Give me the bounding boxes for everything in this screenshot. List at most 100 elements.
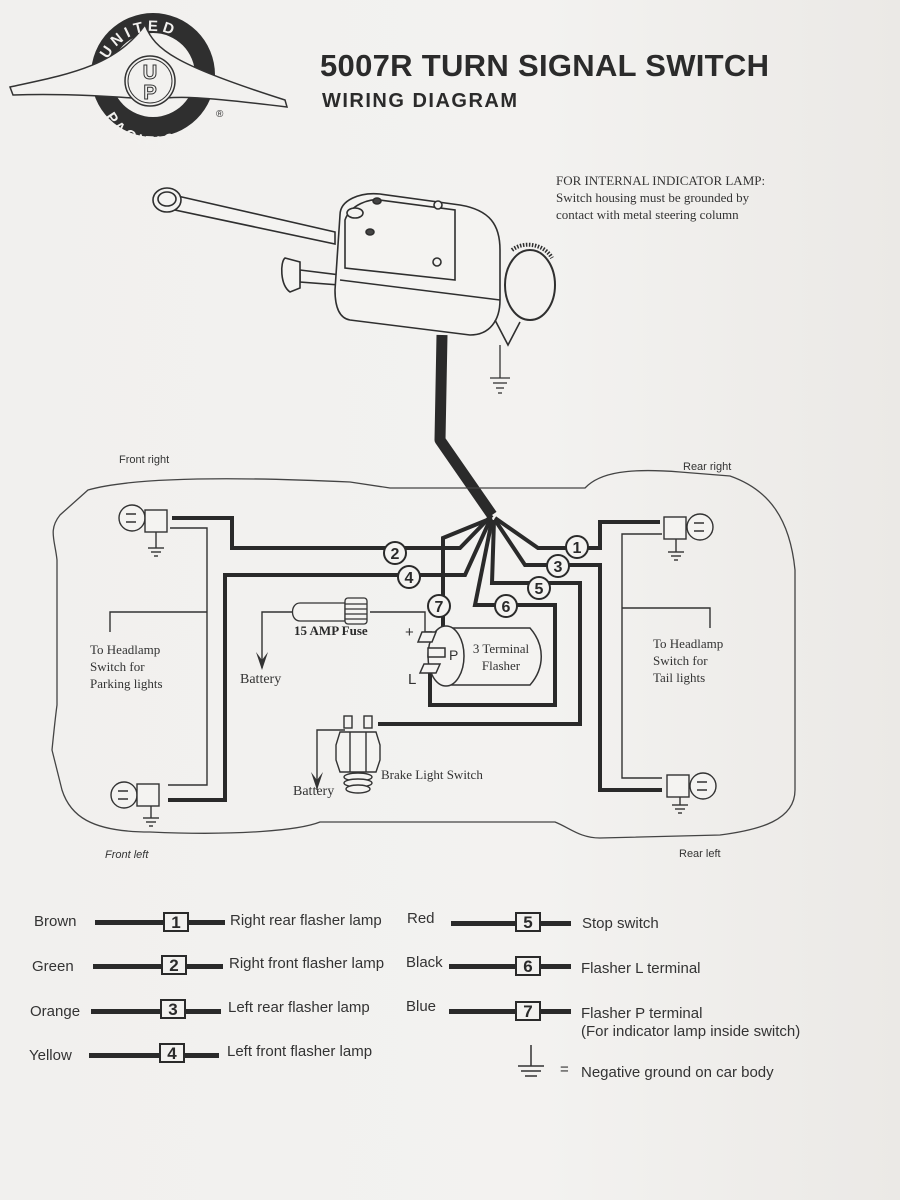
legend-wire-number: 1 <box>163 912 189 932</box>
flasher-label: 3 Terminal Flasher <box>468 640 534 674</box>
car-body-outline <box>51 469 796 839</box>
fuse-icon <box>291 597 368 625</box>
corner-label-front-left: Front left <box>105 849 149 861</box>
flasher-p-label: P <box>449 647 458 663</box>
registered-mark: ® <box>216 109 224 120</box>
ground-equals-sign: = <box>560 1061 569 1078</box>
flasher-icon <box>416 625 542 687</box>
corner-label-rear-left: Rear left <box>679 848 721 860</box>
lamp-front-left-icon <box>110 781 160 827</box>
page-subtitle: WIRING DIAGRAM <box>322 90 519 112</box>
legend-wire-description: Flasher P terminal <box>581 1005 703 1022</box>
wires <box>168 513 662 802</box>
legend-wire-line <box>89 1053 219 1058</box>
lamp-front-right-icon <box>118 504 168 557</box>
wire-marker-4-label: 4 <box>405 570 414 587</box>
headlamp-left-line-1: To Headlamp <box>90 642 161 657</box>
wiring-diagram: 1 2 3 4 5 6 7 + P L <box>51 187 796 839</box>
legend-wire-color: Orange <box>30 1003 81 1020</box>
switch-lever <box>157 190 336 245</box>
lamp-rear-right-icon <box>663 513 714 561</box>
wire-marker-1-label: 1 <box>573 540 582 557</box>
switch-housing <box>334 192 501 336</box>
headlamp-left-line-3: Parking lights <box>90 676 163 691</box>
flasher-label-line-2: Flasher <box>481 658 521 673</box>
wire-marker-2-label: 2 <box>391 546 400 563</box>
turn-signal-switch <box>152 187 556 347</box>
battery-label-brake: Battery <box>293 784 335 799</box>
legend-wire-number: 7 <box>515 1001 541 1021</box>
headlamp-right-line-3: Tail lights <box>653 670 706 685</box>
headlamp-right-line-1: To Headlamp <box>653 636 724 651</box>
indicator-lamp-note: FOR INTERNAL INDICATOR LAMP: Switch hous… <box>556 172 765 223</box>
headlamp-left-line-2: Switch for <box>90 659 145 674</box>
legend-row-3: Orange 3 Left rear flasher lamp <box>0 998 420 1022</box>
legend-wire-description: Stop switch <box>582 915 659 932</box>
logo-p: P <box>143 82 156 104</box>
flasher-plus-label: + <box>405 624 414 641</box>
wire-marker-6: 6 <box>494 594 518 618</box>
legend-wire-number: 3 <box>160 999 186 1019</box>
legend-wire-color: Black <box>406 954 443 971</box>
wire-marker-3-label: 3 <box>554 559 563 576</box>
wire-2 <box>172 513 494 550</box>
legend-wire-description: Right rear flasher lamp <box>230 912 382 929</box>
wire-5 <box>378 519 582 726</box>
headlamp-label-left: To Headlamp Switch for Parking lights <box>90 641 163 692</box>
wire-marker-6-label: 6 <box>502 599 511 616</box>
ground-description: Negative ground on car body <box>581 1064 774 1081</box>
headlamp-right-line-2: Switch for <box>653 653 708 668</box>
wire-1 <box>493 516 660 550</box>
note-line-3: contact with metal steering column <box>556 207 739 222</box>
legend-ground-row: = Negative ground on car body <box>510 1040 810 1085</box>
battery-arrow-icon <box>311 772 323 790</box>
legend-row-6: Black 6 Flasher L terminal <box>395 954 815 979</box>
legend-wire-color: Blue <box>406 998 437 1015</box>
legend-wire-line <box>93 964 223 969</box>
legend-wire-line <box>449 1009 571 1014</box>
logo-u: U <box>143 62 157 84</box>
switch-ground-icon <box>490 345 510 394</box>
legend-wire-description: Left front flasher lamp <box>227 1043 373 1060</box>
legend-wire-line <box>451 921 571 926</box>
legend-row-2: Green 2 Right front flasher lamp <box>0 954 420 978</box>
battery-label-fuse: Battery <box>240 672 282 687</box>
flasher-l-label: L <box>408 671 416 688</box>
wire-marker-2: 2 <box>383 541 407 565</box>
legend-wire-line <box>91 1009 221 1014</box>
note-line-1: FOR INTERNAL INDICATOR LAMP: <box>556 173 766 188</box>
united-pacific-logo: U P UNITED PACIFIC ® <box>8 13 289 145</box>
headlamp-label-right: To Headlamp Switch for Tail lights <box>653 635 723 686</box>
ground-symbol-icon <box>518 1045 544 1077</box>
legend-wire-number: 5 <box>515 912 541 932</box>
legend-wire-number: 6 <box>515 956 541 976</box>
wire-marker-7-label: 7 <box>435 599 444 616</box>
wire-harness <box>434 334 497 519</box>
note-line-2: Switch housing must be grounded by <box>556 190 750 205</box>
wire-marker-1: 1 <box>565 535 589 559</box>
legend-wire-number: 4 <box>159 1043 185 1063</box>
corner-label-rear-right: Rear right <box>683 461 732 473</box>
flasher-label-line-1: 3 Terminal <box>472 641 530 656</box>
legend-wire-description: Flasher L terminal <box>581 960 701 977</box>
hazard-knob <box>280 257 301 293</box>
legend-wire-description: Left rear flasher lamp <box>228 999 370 1016</box>
wire-marker-5-label: 5 <box>535 581 544 598</box>
legend-wire-description: Right front flasher lamp <box>229 955 385 972</box>
wire-3 <box>493 518 662 792</box>
legend-wire-color: Yellow <box>29 1047 72 1064</box>
wire-marker-7: 7 <box>427 594 451 618</box>
brake-light-switch-icon <box>335 715 381 794</box>
legend-row-4: Yellow 4 Left front flasher lamp <box>0 1043 420 1067</box>
wire-marker-3: 3 <box>546 554 570 578</box>
battery-arrow-icon <box>256 652 268 670</box>
wire-4 <box>168 519 492 802</box>
corner-label-front-right: Front right <box>119 454 170 466</box>
legend-row-5: Red 5 Stop switch <box>395 910 815 936</box>
wire-marker-5: 5 <box>527 576 551 600</box>
legend-wire-color: Brown <box>34 913 77 930</box>
legend-row-1: Brown 1 Right rear flasher lamp <box>0 910 420 934</box>
legend-wire-color: Red <box>407 910 435 927</box>
brake-switch-label: Brake Light Switch <box>381 767 483 782</box>
